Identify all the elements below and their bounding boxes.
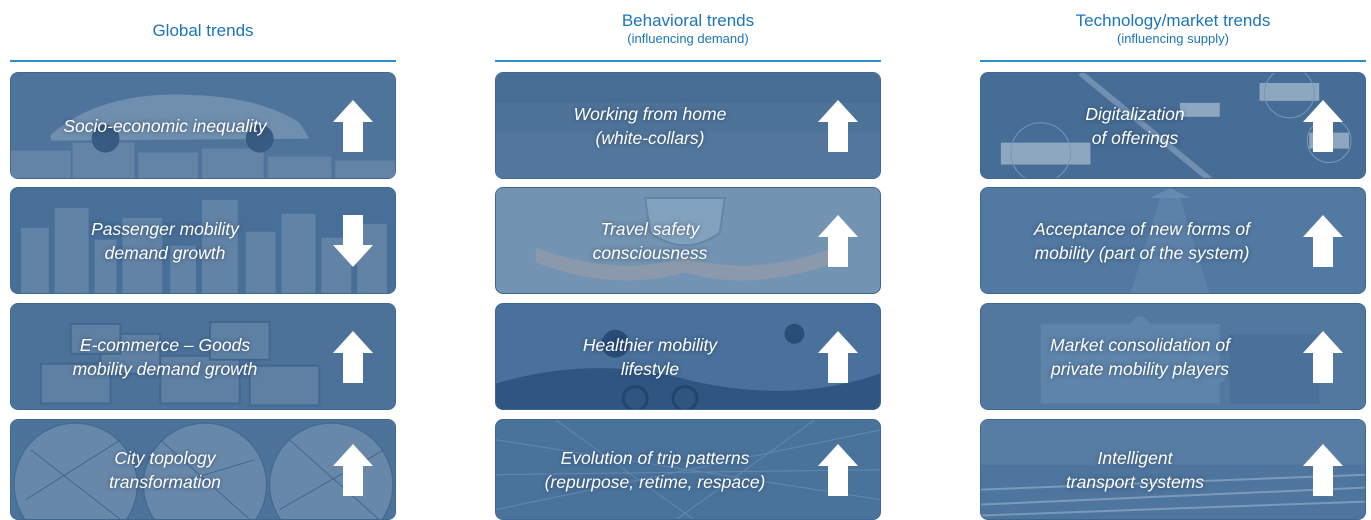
trend-card-socio-economic-inequality[interactable]: Socio-economic inequality	[10, 72, 396, 179]
card-overlay	[496, 188, 880, 293]
trend-label-text: E-commerce – Goods mobility demand growt…	[72, 334, 258, 379]
trend-card-market-consolidation[interactable]: Market consolidation of private mobility…	[980, 303, 1366, 410]
trend-card-digitalization[interactable]: Digitalization of offerings	[980, 72, 1366, 179]
column-header: Behavioral trends (influencing demand)	[495, 11, 881, 47]
trend-card-trip-patterns[interactable]: Evolution of trip patterns (repurpose, r…	[495, 419, 881, 520]
trend-card-city-topology[interactable]: City topology transformation	[10, 419, 396, 520]
card-overlay	[11, 420, 395, 519]
card-overlay	[11, 73, 395, 178]
increase-arrow-icon	[816, 329, 860, 385]
header-divider	[980, 60, 1366, 62]
trend-label-text: Acceptance of new forms of mobility (par…	[1034, 218, 1250, 263]
increase-arrow-icon	[331, 329, 375, 385]
trend-card-healthier-mobility[interactable]: Healthier mobility lifestyle	[495, 303, 881, 410]
trend-label: Passenger mobility demand growth	[11, 188, 319, 293]
trend-label: E-commerce – Goods mobility demand growt…	[11, 304, 319, 409]
header-divider	[10, 60, 396, 62]
trend-label: City topology transformation	[11, 420, 319, 519]
increase-arrow-icon	[331, 98, 375, 154]
increase-arrow-icon	[331, 442, 375, 498]
card-overlay	[11, 304, 395, 409]
card-overlay	[496, 420, 880, 519]
increase-arrow-icon	[816, 213, 860, 269]
trend-label-text: Healthier mobility lifestyle	[582, 334, 718, 379]
column-title: Global trends	[152, 21, 254, 40]
trend-card-e-commerce[interactable]: E-commerce – Goods mobility demand growt…	[10, 303, 396, 410]
trend-label-text: Intelligent transport systems	[1065, 447, 1205, 492]
puzzle-pieces-image	[981, 304, 1365, 409]
card-overlay	[11, 188, 395, 293]
increase-arrow-icon	[1301, 329, 1345, 385]
decrease-arrow-icon	[331, 213, 375, 269]
trend-label: Intelligent transport systems	[981, 420, 1289, 519]
trend-label-text: Travel safety consciousness	[592, 218, 708, 263]
trend-card-passenger-mobility[interactable]: Passenger mobility demand growth	[10, 187, 396, 294]
trend-label-text: Passenger mobility demand growth	[91, 218, 239, 263]
network-lines-image	[496, 420, 880, 519]
column-title: Technology/market trends	[1075, 11, 1271, 30]
trend-label: Socio-economic inequality	[11, 73, 319, 178]
card-overlay	[496, 73, 880, 178]
trend-label-text: Market consolidation of private mobility…	[1050, 334, 1230, 379]
trend-label-text: City topology transformation	[109, 447, 221, 492]
trend-label: Healthier mobility lifestyle	[496, 304, 804, 409]
card-overlay	[981, 304, 1365, 409]
connected-traffic-image	[981, 73, 1365, 178]
column-header: Technology/market trends (influencing su…	[980, 11, 1366, 47]
trend-card-new-forms-of-mobility[interactable]: Acceptance of new forms of mobility (par…	[980, 187, 1366, 294]
trend-label: Digitalization of offerings	[981, 73, 1289, 178]
cyclists-image	[496, 304, 880, 409]
trend-label-text: Evolution of trip patterns (repurpose, r…	[544, 447, 766, 492]
increase-arrow-icon	[816, 98, 860, 154]
highway-motion-image	[981, 420, 1365, 519]
trend-card-working-from-home[interactable]: Working from home (white-collars)	[495, 72, 881, 179]
trend-label-text: Working from home (white-collars)	[573, 103, 727, 148]
trend-label-text: Socio-economic inequality	[63, 115, 267, 136]
trend-label: Acceptance of new forms of mobility (par…	[981, 188, 1303, 293]
card-overlay	[981, 73, 1365, 178]
trend-label: Travel safety consciousness	[496, 188, 804, 293]
trend-card-travel-safety[interactable]: Travel safety consciousness	[495, 187, 881, 294]
column-header: Global trends	[10, 21, 396, 41]
card-overlay	[496, 304, 880, 409]
column-title: Behavioral trends	[621, 11, 755, 30]
increase-arrow-icon	[1301, 98, 1345, 154]
header-divider	[495, 60, 881, 62]
road-arrow-image	[981, 188, 1365, 293]
card-overlay	[981, 420, 1365, 519]
trend-label: Market consolidation of private mobility…	[981, 304, 1299, 409]
trend-label-text: Digitalization of offerings	[1085, 103, 1185, 148]
increase-arrow-icon	[816, 442, 860, 498]
increase-arrow-icon	[1301, 213, 1345, 269]
column-subtitle: (influencing demand)	[627, 31, 749, 46]
trend-card-intelligent-transport[interactable]: Intelligent transport systems	[980, 419, 1366, 520]
trend-label: Evolution of trip patterns (repurpose, r…	[496, 420, 814, 519]
column-subtitle: (influencing supply)	[1116, 31, 1229, 46]
increase-arrow-icon	[1301, 442, 1345, 498]
card-overlay	[981, 188, 1365, 293]
trend-label: Working from home (white-collars)	[496, 73, 804, 178]
